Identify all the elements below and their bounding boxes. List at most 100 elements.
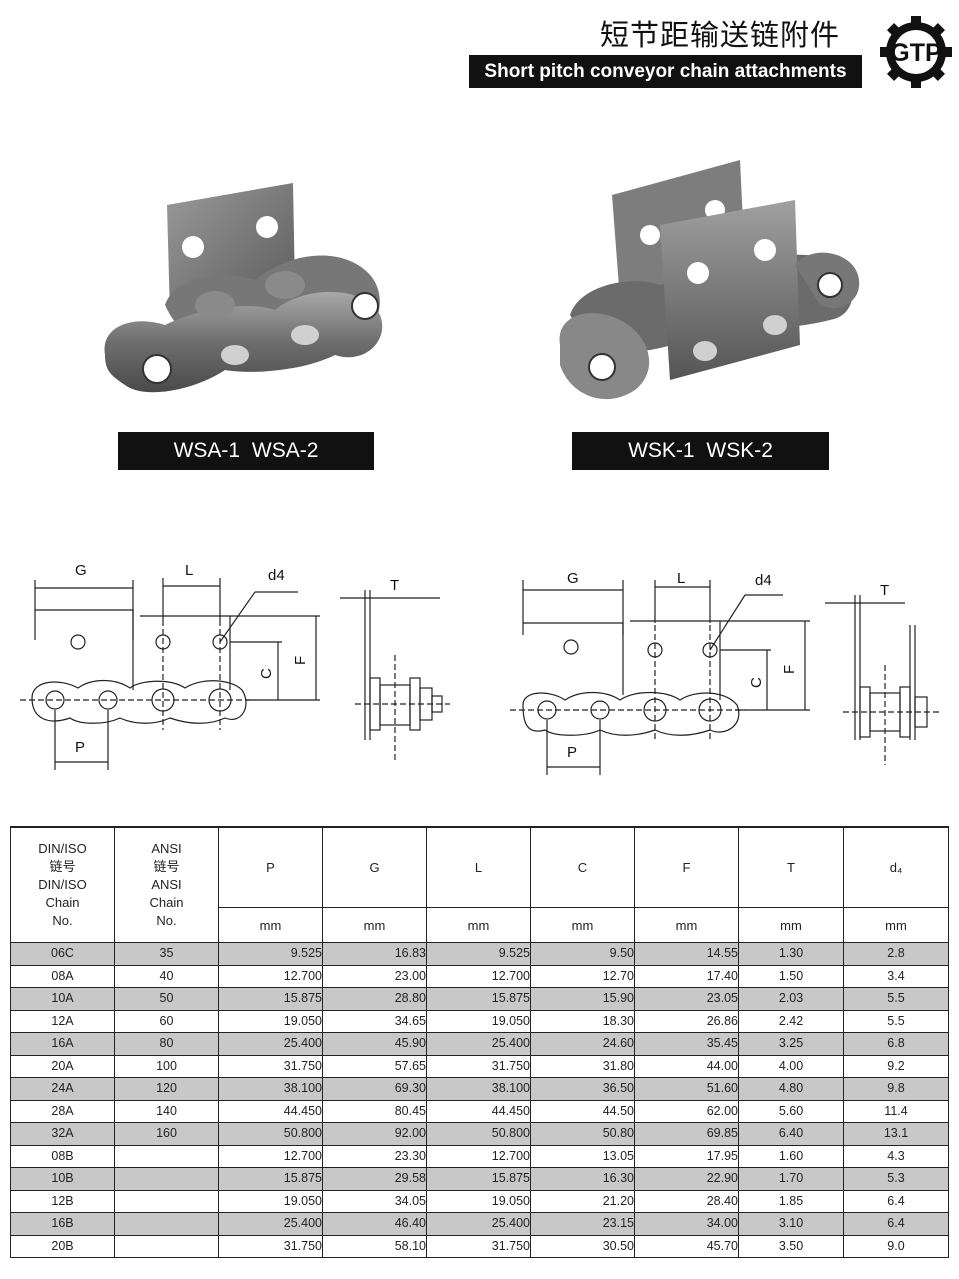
table-cell: 6.8 (843, 1032, 949, 1056)
table-cell: 45.90 (322, 1032, 427, 1056)
table-cell: 23.15 (530, 1212, 635, 1236)
table-cell: 12A (10, 1009, 115, 1033)
table-cell: 17.95 (634, 1144, 739, 1168)
table-cell: 25.400 (218, 1032, 323, 1056)
table-cell: 19.050 (426, 1189, 531, 1213)
unit-f: mm (634, 907, 739, 943)
header-d4: d₄ (843, 826, 949, 908)
table-cell: 10A (10, 987, 115, 1011)
table-cell: 13.05 (530, 1144, 635, 1168)
table-cell: 18.30 (530, 1009, 635, 1033)
table-cell: 46.40 (322, 1212, 427, 1236)
table-cell: 12.700 (218, 1144, 323, 1168)
table-cell: 45.70 (634, 1234, 739, 1258)
wsa-technical-drawing: G L d4 T C F P (20, 562, 450, 770)
table-cell: 19.050 (218, 1009, 323, 1033)
table-cell (114, 1212, 219, 1236)
table-cell: 25.400 (218, 1212, 323, 1236)
table-cell: 3.10 (738, 1212, 844, 1236)
table-cell (114, 1234, 219, 1258)
wsa-chain-photo (104, 183, 383, 393)
table-cell: 16.83 (322, 942, 427, 966)
table-cell: 17.40 (634, 964, 739, 988)
table-cell: 08B (10, 1144, 115, 1168)
wsk-chain-photo (559, 160, 860, 400)
table-cell: 9.525 (426, 942, 531, 966)
table-cell: 6.4 (843, 1212, 949, 1236)
wsk-technical-drawing: G L d4 T C F P (510, 570, 940, 775)
table-cell: 23.00 (322, 964, 427, 988)
table-cell: 12.700 (426, 964, 531, 988)
table-cell: 1.50 (738, 964, 844, 988)
table-cell: 28.40 (634, 1189, 739, 1213)
header-l: L (426, 826, 531, 908)
table-cell: 16A (10, 1032, 115, 1056)
table-cell: 34.65 (322, 1009, 427, 1033)
table-cell: 9.525 (218, 942, 323, 966)
table-cell: 31.750 (426, 1234, 531, 1258)
table-cell: 3.4 (843, 964, 949, 988)
table-cell: 32A (10, 1122, 115, 1146)
table-cell: 69.85 (634, 1122, 739, 1146)
table-cell: 57.65 (322, 1054, 427, 1078)
dim-label-l-2: L (677, 570, 685, 587)
header-p: P (218, 826, 323, 908)
table-cell: 44.450 (218, 1099, 323, 1123)
table-cell: 31.80 (530, 1054, 635, 1078)
logo-text: GTP (890, 39, 941, 67)
dim-label-g: G (75, 562, 87, 579)
table-cell: 5.3 (843, 1167, 949, 1191)
table-cell: 6.40 (738, 1122, 844, 1146)
table-cell: 23.05 (634, 987, 739, 1011)
table-cell: 23.30 (322, 1144, 427, 1168)
table-cell: 9.2 (843, 1054, 949, 1078)
table-cell: 92.00 (322, 1122, 427, 1146)
header-t: T (738, 826, 844, 908)
table-cell: 24.60 (530, 1032, 635, 1056)
page-title-english: Short pitch conveyor chain attachments (469, 55, 862, 88)
table-cell: 50.80 (530, 1122, 635, 1146)
table-cell: 62.00 (634, 1099, 739, 1123)
unit-t: mm (738, 907, 844, 943)
table-cell: 15.875 (218, 987, 323, 1011)
table-cell: 9.50 (530, 942, 635, 966)
table-cell: 12.700 (218, 964, 323, 988)
table-cell: 50 (114, 987, 219, 1011)
table-cell: 2.8 (843, 942, 949, 966)
dim-label-f: F (292, 656, 309, 665)
table-cell: 35 (114, 942, 219, 966)
wsa-model-label: WSA-1 WSA-2 (118, 432, 374, 470)
table-cell: 9.0 (843, 1234, 949, 1258)
header-c: C (530, 826, 635, 908)
table-cell: 3.25 (738, 1032, 844, 1056)
table-cell: 31.750 (426, 1054, 531, 1078)
table-cell: 19.050 (218, 1189, 323, 1213)
table-cell: 4.3 (843, 1144, 949, 1168)
table-cell: 36.50 (530, 1077, 635, 1101)
table-cell (114, 1144, 219, 1168)
table-cell: 38.100 (426, 1077, 531, 1101)
dim-label-p: P (75, 739, 85, 756)
table-cell: 21.20 (530, 1189, 635, 1213)
unit-d4: mm (843, 907, 949, 943)
table-cell: 80.45 (322, 1099, 427, 1123)
table-cell: 51.60 (634, 1077, 739, 1101)
table-cell: 15.90 (530, 987, 635, 1011)
table-cell: 5.5 (843, 987, 949, 1011)
table-cell: 9.8 (843, 1077, 949, 1101)
dim-label-l: L (185, 562, 193, 579)
table-cell: 30.50 (530, 1234, 635, 1258)
table-cell: 26.86 (634, 1009, 739, 1033)
table-cell: 20A (10, 1054, 115, 1078)
header-g: G (322, 826, 427, 908)
table-cell: 15.875 (426, 987, 531, 1011)
